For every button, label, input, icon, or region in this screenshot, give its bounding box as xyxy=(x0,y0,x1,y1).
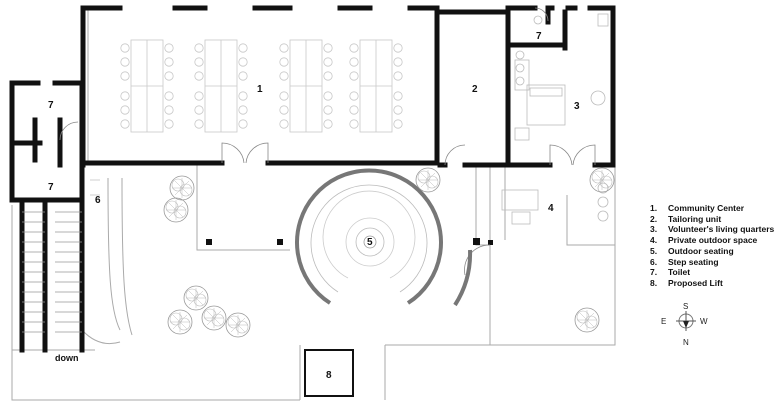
room-label-4: 4 xyxy=(548,203,554,214)
room-label-2: 2 xyxy=(472,84,478,95)
stairs-down-label: down xyxy=(55,353,79,363)
legend: 1. Community Center 2. Tailoring unit 3. Vo… xyxy=(650,203,774,289)
circular-seating xyxy=(295,168,473,307)
doors xyxy=(59,7,596,276)
room-label-7c: 7 xyxy=(48,182,54,193)
legend-item: 3. Volunteer's living quarters xyxy=(650,224,774,235)
legend-label: Toilet xyxy=(668,267,691,278)
legend-label: Volunteer's living quarters xyxy=(668,224,774,235)
room-label-7b: 7 xyxy=(48,100,54,111)
legend-item: 7. Toilet xyxy=(650,267,774,278)
room-label-6: 6 xyxy=(95,195,101,206)
legend-label: Step seating xyxy=(668,256,719,267)
legend-item: 8. Proposed Lift xyxy=(650,278,774,289)
legend-item: 6. Step seating xyxy=(650,257,774,268)
outdoor-furniture xyxy=(501,182,609,225)
site-outline xyxy=(11,10,616,401)
legend-item: 1. Community Center xyxy=(650,203,774,214)
legend-label: Tailoring unit xyxy=(668,213,722,224)
room-labels: 1 2 3 4 5 6 7 7 7 8 down xyxy=(48,31,580,381)
legend-label: Proposed Lift xyxy=(668,277,723,288)
room-label-5: 5 xyxy=(367,237,373,248)
trees xyxy=(163,167,615,338)
compass-west: W xyxy=(700,317,708,326)
legend-number: 7. xyxy=(650,267,658,278)
north-arrow-icon xyxy=(683,321,689,328)
legend-label: Outdoor seating xyxy=(668,245,734,256)
columns xyxy=(206,238,493,245)
compass-south: S xyxy=(683,302,688,311)
walls xyxy=(9,5,616,353)
legend-label: Private outdoor space xyxy=(668,235,758,246)
legend-number: 5. xyxy=(650,245,658,256)
legend-item: 2. Tailoring unit xyxy=(650,214,774,225)
legend-label: Community Center xyxy=(668,203,745,213)
legend-number: 6. xyxy=(650,256,658,267)
compass-north: N xyxy=(683,338,689,347)
legend-number: 8. xyxy=(650,277,658,288)
compass-east: E xyxy=(661,317,666,326)
legend-item: 4. Private outdoor space xyxy=(650,235,774,246)
tables xyxy=(130,39,393,133)
proposed-lift xyxy=(304,349,354,397)
legend-item: 5. Outdoor seating xyxy=(650,246,774,257)
room-label-3: 3 xyxy=(574,101,580,112)
stairs xyxy=(22,211,82,333)
quarters-furniture xyxy=(514,13,609,141)
legend-number: 3. xyxy=(650,224,658,235)
legend-number: 1. xyxy=(650,203,658,213)
legend-number: 2. xyxy=(650,213,658,224)
room-label-8: 8 xyxy=(326,370,332,381)
room-label-1: 1 xyxy=(257,84,263,95)
legend-number: 4. xyxy=(650,235,658,246)
step-seating xyxy=(90,179,100,196)
compass: S N E W xyxy=(661,302,708,347)
room-label-7a: 7 xyxy=(536,31,542,42)
